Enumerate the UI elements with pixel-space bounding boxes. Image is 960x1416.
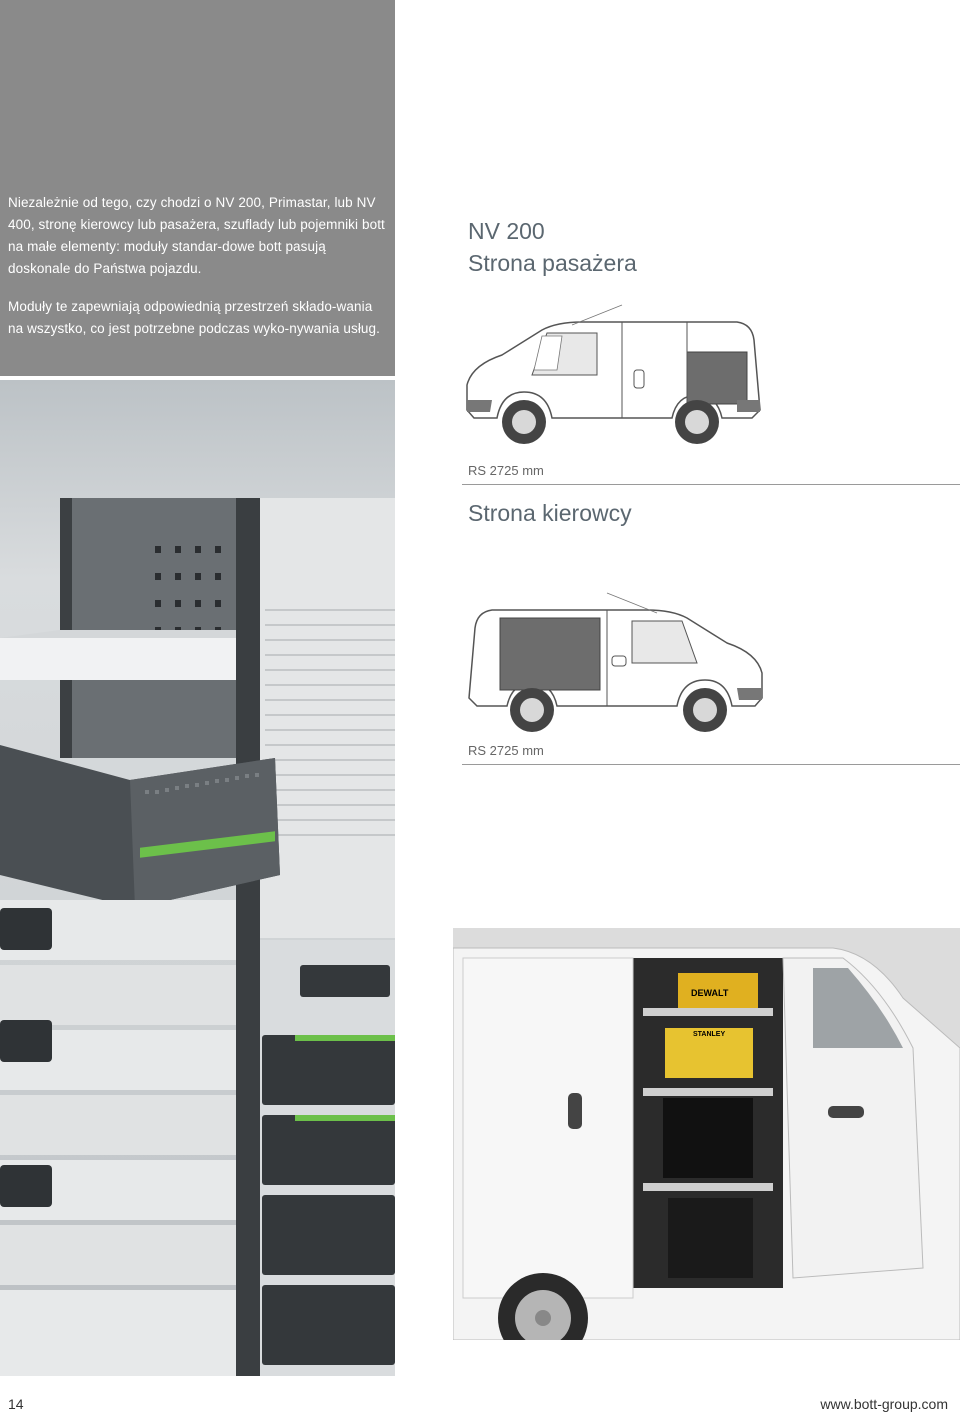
passenger-side-title: Strona pasażera [468,250,637,276]
driver-divider [462,764,960,765]
stanley-logo: STANLEY [693,1031,725,1038]
intro-paragraph-1: Niezależnie od tego, czy chodzi o NV 200… [8,195,385,276]
dewalt-logo: DEWALT [691,988,729,998]
passenger-divider [462,484,960,485]
drawer-modules-photo [0,380,395,1376]
website-link[interactable]: www.bott-group.com [820,1396,948,1412]
passenger-rs-label: RS 2725 mm [468,463,544,478]
van-interior-photo: DEWALT STANLEY [453,928,960,1340]
driver-van-diagram [468,592,763,732]
intro-paragraph-2: Moduły te zapewniają odpowiednią przestr… [8,299,380,336]
passenger-van-diagram [466,304,761,444]
page-number: 14 [8,1396,24,1412]
driver-rs-label: RS 2725 mm [468,743,544,758]
driver-side-title: Strona kierowcy [468,500,632,526]
intro-panel: Niezależnie od tego, czy chodzi o NV 200… [0,0,395,376]
model-name: NV 200 [468,218,545,244]
